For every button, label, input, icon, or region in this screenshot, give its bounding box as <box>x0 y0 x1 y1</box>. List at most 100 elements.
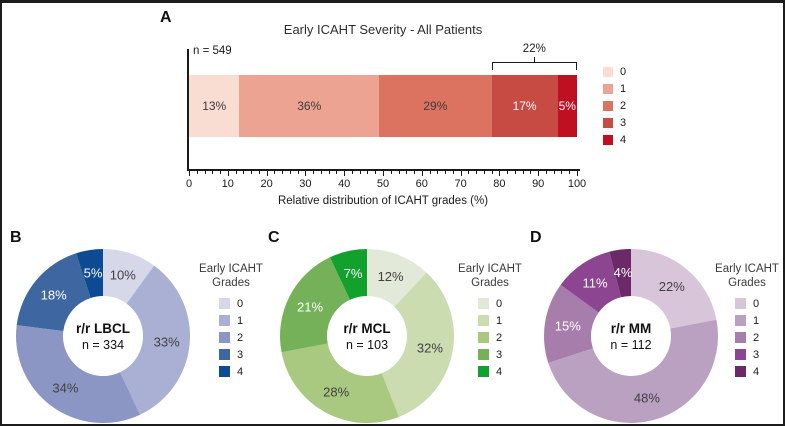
legend-entry-label: 1 <box>236 314 244 327</box>
donut-chart-lbcl: 10%33%34%18%5% r/r LBCL n = 334 <box>15 248 191 424</box>
donut-slice-grade-4 <box>609 249 631 298</box>
legend-swatch-icon <box>477 349 489 361</box>
x-axis-major-tick <box>305 171 307 176</box>
legend-swatch-icon <box>734 349 746 361</box>
donut-slice-label: 32% <box>417 341 443 356</box>
x-axis-minor-tick <box>351 171 353 174</box>
donut-slice-label: 11% <box>582 276 607 291</box>
legend-entry-grade-2: 2 <box>477 332 502 344</box>
donut-slice-label: 33% <box>154 335 180 350</box>
donut-slice-grade-2 <box>16 325 141 423</box>
legend-entry-label: 3 <box>236 348 244 361</box>
stacked-bar: 13%36%29%17%5% <box>189 75 577 137</box>
x-axis-minor-tick <box>289 171 291 174</box>
x-axis-major-tick <box>227 171 229 176</box>
legend-entry-label: 3 <box>752 348 760 361</box>
legend-entry-label: 3 <box>620 117 627 129</box>
legend-entry-label: 2 <box>620 100 627 112</box>
x-axis-minor-tick <box>545 171 547 174</box>
donut-slice-grade-4 <box>329 249 367 300</box>
legend-entry-label: 0 <box>236 297 244 310</box>
bar-segment-grade-4: 5% <box>557 75 577 137</box>
legend-entry-grade-3: 3 <box>603 117 626 129</box>
bar-segment-grade-0: 13% <box>189 75 240 137</box>
legend-entry-label: 1 <box>620 83 627 95</box>
donut-svg-mm: 22%48%15%11%4% <box>544 249 718 423</box>
x-axis-minor-tick <box>274 171 276 174</box>
donut-slice-label: 5% <box>84 265 103 280</box>
x-axis-minor-tick <box>429 171 431 174</box>
x-axis-minor-tick <box>522 171 524 174</box>
legend-swatch-icon <box>477 298 489 310</box>
donut-slice-label: 18% <box>41 288 67 303</box>
x-axis-minor-tick <box>336 171 338 174</box>
x-axis-minor-tick <box>313 171 315 174</box>
x-axis-minor-tick <box>212 171 214 174</box>
bar-segment-grade-3: 17% <box>491 75 558 137</box>
legend-swatch-icon <box>734 366 746 378</box>
legend-swatch-icon <box>218 298 230 310</box>
legend-swatch-icon <box>218 366 230 378</box>
legend-title: Early ICAHT Grades <box>715 262 779 291</box>
legend-entry-grade-1: 1 <box>603 83 626 95</box>
donut-slice-grade-3 <box>560 251 622 313</box>
legend-entry-label: 2 <box>752 331 760 344</box>
legend-swatch-icon <box>477 366 489 378</box>
x-axis-major-tick <box>421 171 423 176</box>
legend-title: Early ICAHT Grades <box>199 262 263 291</box>
panel-a-n-count: n = 549 <box>193 45 232 57</box>
legend-entry-grade-1: 1 <box>477 314 503 327</box>
legend-entry-label: 0 <box>620 66 627 78</box>
x-axis-tick-label: 20 <box>260 178 273 190</box>
x-axis-minor-tick <box>220 171 222 174</box>
x-axis-minor-tick <box>452 171 454 174</box>
donut-slice-grade-0 <box>631 249 717 329</box>
legend-entry-label: 3 <box>495 348 503 361</box>
donut-slice-label: 21% <box>297 299 323 314</box>
legend-entry-grade-4: 4 <box>603 134 626 146</box>
bar-segment-grade-1: 36% <box>239 75 380 137</box>
legend-entry-grade-2: 2 <box>218 332 243 344</box>
x-axis-minor-tick <box>476 171 478 174</box>
x-axis-minor-tick <box>328 171 330 174</box>
legend-title-line2: Grades <box>471 277 509 290</box>
x-axis-minor-tick <box>258 171 260 174</box>
donut-slice-label: 10% <box>110 268 136 283</box>
legend-swatch-icon <box>603 67 613 77</box>
legend-swatch-icon <box>477 332 489 344</box>
panel-c-label: C <box>268 229 280 246</box>
x-axis-tick-label: 60 <box>415 178 428 190</box>
x-axis-major-tick <box>344 171 346 176</box>
x-axis-major-tick <box>383 171 384 176</box>
legend-swatch-icon <box>218 315 230 327</box>
legend-title-line1: Early ICAHT <box>715 263 779 275</box>
donut-slice-grade-4 <box>76 249 103 298</box>
x-axis-major-tick <box>499 171 501 176</box>
donut-slice-grade-1 <box>120 265 190 415</box>
x-axis-minor-tick <box>282 171 284 174</box>
x-axis-minor-tick <box>375 171 377 174</box>
donut-slice-grade-2 <box>544 284 599 363</box>
x-axis-minor-tick <box>530 171 532 174</box>
x-axis-major-tick <box>577 171 578 176</box>
donut-slice-label: 48% <box>634 391 660 406</box>
panel-a-x-axis-title: Relative distribution of ICAHT grades (%… <box>277 195 489 207</box>
legend-entry-label: 4 <box>236 365 244 378</box>
x-axis-tick-label: 30 <box>299 178 312 190</box>
x-axis-minor-tick <box>445 171 447 174</box>
donut-slice-grade-2 <box>281 343 400 424</box>
x-axis-tick-label: 40 <box>338 178 351 190</box>
bar-segment-grade-2: 29% <box>379 75 492 137</box>
donut-svg-lbcl: 10%33%34%18%5% <box>16 249 190 423</box>
legend-entry-label: 1 <box>495 314 503 327</box>
x-axis-tick-label: 70 <box>454 178 467 190</box>
legend-swatch-icon <box>218 349 230 361</box>
x-axis-minor-tick <box>437 171 439 174</box>
legend-title-line2: Grades <box>728 277 766 290</box>
legend-entry-grade-2: 2 <box>603 100 626 112</box>
donut-slice-label: 7% <box>344 266 363 281</box>
x-axis-tick-label: 80 <box>493 178 506 190</box>
donut-slice-label: 12% <box>378 269 404 284</box>
